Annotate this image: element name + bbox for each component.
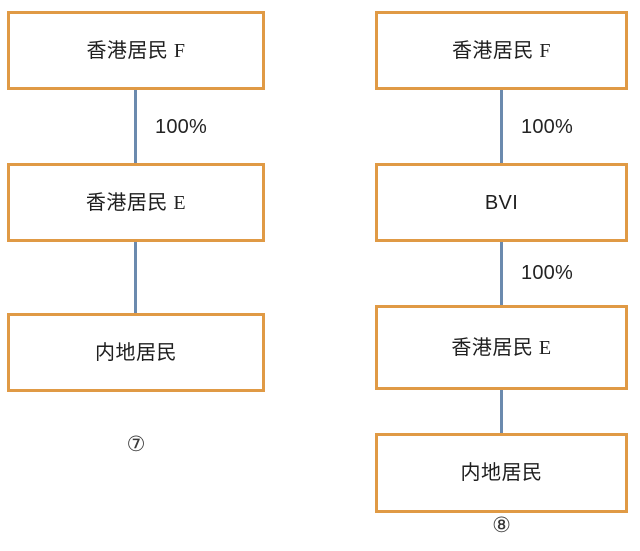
node-box-hk-resident-f-left: 香港居民 F — [7, 11, 265, 90]
node-label: 香港居民 F — [86, 39, 186, 62]
node-box-hk-resident-e-right: 香港居民 E — [375, 305, 628, 390]
node-label: 内地居民 — [95, 341, 177, 364]
node-box-bvi-right: BVI — [375, 163, 628, 242]
node-box-mainland-resident-left: 内地居民 — [7, 313, 265, 392]
connector-line-left-2 — [134, 242, 137, 314]
structure-caption-8: ⑧ — [492, 513, 511, 537]
connector-line-left-1 — [134, 90, 137, 164]
connector-percent-label-right-1: 100% — [521, 116, 573, 138]
connector-line-right-3 — [500, 390, 503, 434]
node-box-hk-resident-e-left: 香港居民 E — [7, 163, 265, 242]
connector-line-right-1 — [500, 90, 503, 164]
connector-line-right-2 — [500, 242, 503, 306]
node-box-hk-resident-f-right: 香港居民 F — [375, 11, 628, 90]
node-label: 香港居民 E — [85, 191, 187, 214]
connector-percent-label-right-2: 100% — [521, 262, 573, 284]
connector-percent-label-left-1: 100% — [155, 116, 207, 138]
node-label: BVI — [484, 191, 519, 214]
node-label: 香港居民 E — [451, 336, 552, 359]
structure-caption-7: ⑦ — [126, 432, 146, 456]
node-box-mainland-resident-right: 内地居民 — [375, 433, 628, 513]
node-label: 内地居民 — [460, 462, 543, 484]
node-label: 香港居民 F — [451, 39, 552, 62]
